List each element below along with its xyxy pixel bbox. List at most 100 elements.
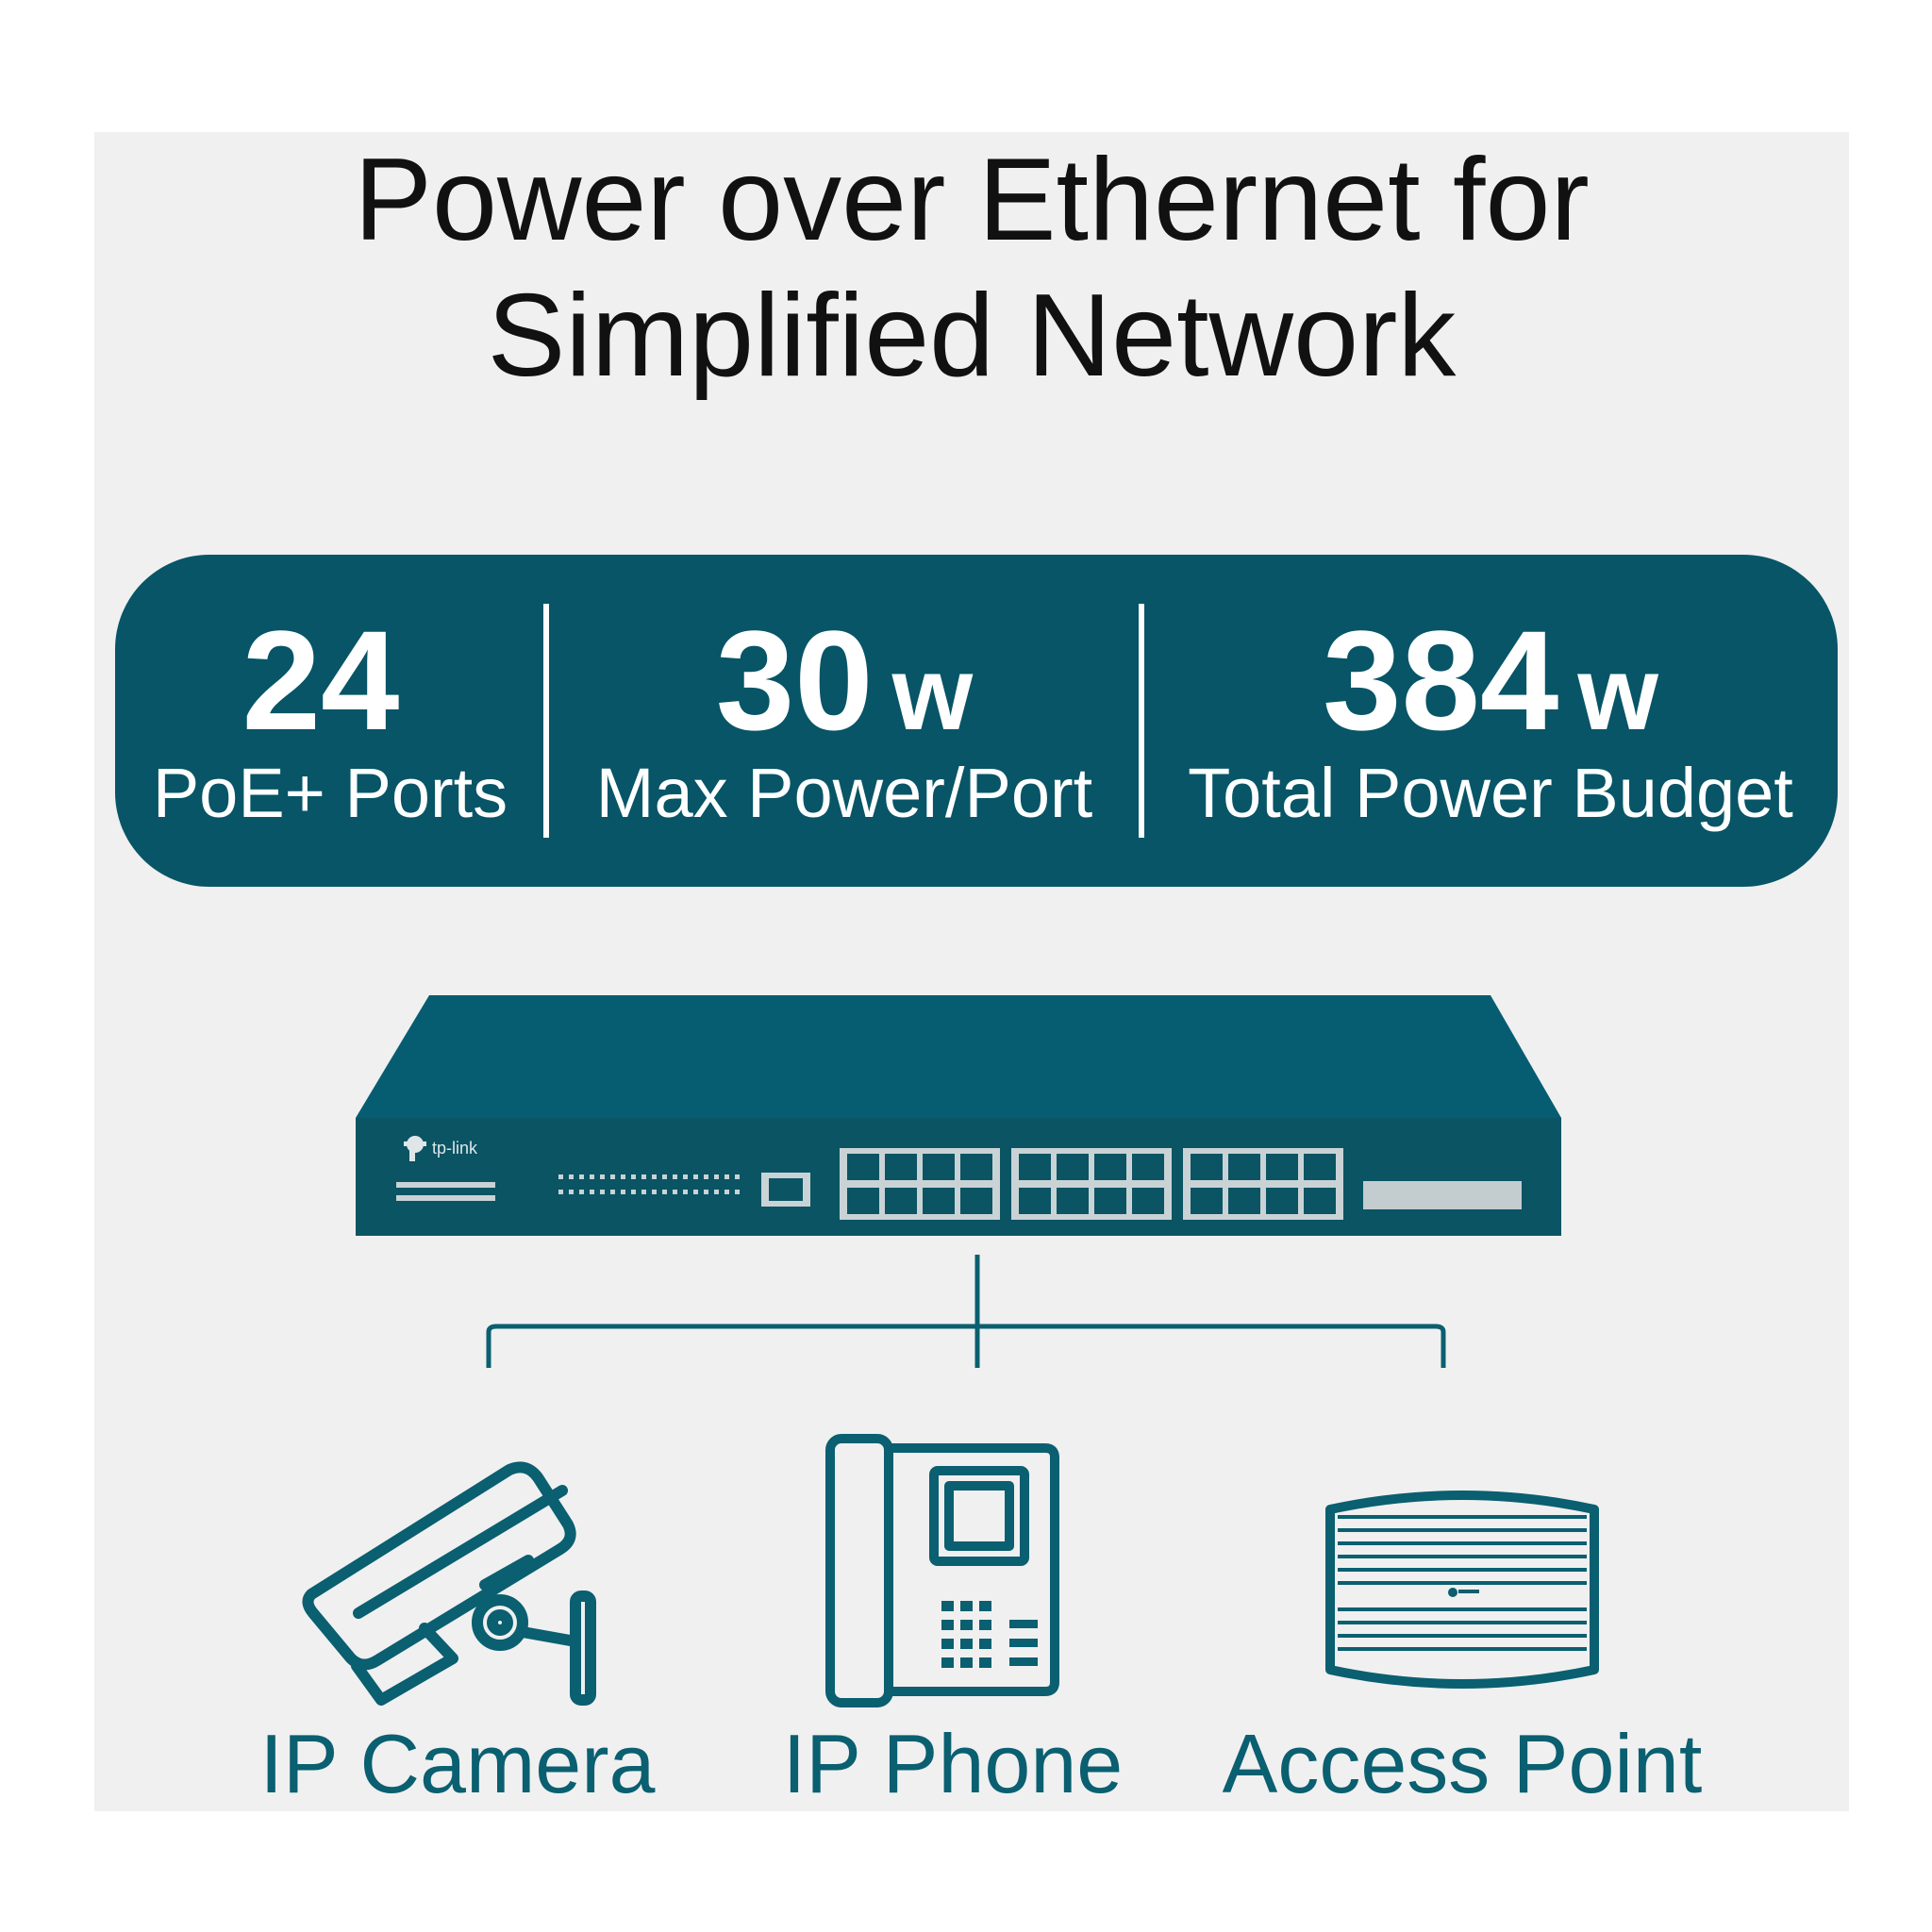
led-dot — [724, 1190, 729, 1194]
ethernet-port — [847, 1188, 879, 1214]
function-key — [1009, 1657, 1038, 1666]
stat-poe-ports: 24 PoE+ Ports — [115, 555, 545, 887]
led-dot — [673, 1190, 677, 1194]
led-dot — [714, 1190, 719, 1194]
led-dot — [569, 1174, 574, 1179]
led-dot — [579, 1174, 584, 1179]
keypad-key — [979, 1639, 991, 1649]
keypad-key — [941, 1639, 954, 1649]
phone-keypad — [941, 1601, 1038, 1668]
led-dot — [610, 1174, 615, 1179]
title-line-2: Simplified Network — [487, 271, 1457, 401]
keypad-key — [960, 1639, 973, 1649]
ethernet-port — [1094, 1188, 1126, 1214]
keypad-key — [941, 1601, 954, 1611]
ethernet-port — [923, 1188, 955, 1214]
device-label-ip-phone: IP Phone — [782, 1717, 1124, 1810]
device-label-ip-camera: IP Camera — [259, 1717, 656, 1810]
access-point-logo-icon — [1448, 1588, 1479, 1597]
ip-camera-icon — [302, 1461, 596, 1706]
title-line-1: Power over Ethernet for — [354, 135, 1590, 265]
ip-phone-icon — [825, 1434, 1059, 1707]
stat-divider — [543, 604, 549, 838]
stat-label: Max Power/Port — [595, 754, 1093, 832]
page-title: Power over Ethernet for Simplified Netwo… — [94, 132, 1849, 404]
access-point-vents — [1338, 1515, 1587, 1651]
led-dot — [600, 1190, 605, 1194]
led-dot — [558, 1190, 563, 1194]
keypad-key — [979, 1620, 991, 1630]
switch-sfp-slot — [1363, 1181, 1522, 1209]
led-dot — [569, 1190, 574, 1194]
switch-led-indicators — [558, 1174, 740, 1194]
led-dot — [693, 1190, 698, 1194]
ethernet-port — [885, 1188, 917, 1214]
keypad-key — [960, 1601, 973, 1611]
ethernet-port — [960, 1188, 992, 1214]
led-dot — [662, 1190, 667, 1194]
ethernet-port — [1191, 1154, 1223, 1180]
ethernet-port — [1266, 1188, 1298, 1214]
led-dot — [600, 1174, 605, 1179]
ethernet-port — [1304, 1188, 1336, 1214]
ethernet-port — [1019, 1188, 1051, 1214]
led-dot — [558, 1174, 563, 1179]
function-key — [1009, 1639, 1038, 1647]
ethernet-port — [1266, 1154, 1298, 1180]
keypad-key — [960, 1620, 973, 1630]
access-point-icon — [1325, 1491, 1599, 1689]
connection-lines — [486, 1255, 1446, 1368]
switch-ethernet-ports — [840, 1148, 1343, 1220]
led-dot — [590, 1190, 594, 1194]
led-dot — [673, 1174, 677, 1179]
ethernet-port — [1132, 1154, 1164, 1180]
keypad-key — [941, 1620, 954, 1630]
ethernet-port — [1057, 1188, 1089, 1214]
led-dot — [631, 1174, 636, 1179]
ethernet-port — [1228, 1188, 1260, 1214]
led-dot — [610, 1190, 615, 1194]
ethernet-port — [1304, 1154, 1336, 1180]
led-dot — [641, 1174, 646, 1179]
led-dot — [704, 1174, 708, 1179]
switch-top-panel — [356, 995, 1561, 1118]
stat-divider — [1139, 604, 1144, 838]
led-dot — [693, 1174, 698, 1179]
led-dot — [631, 1190, 636, 1194]
led-dot — [579, 1190, 584, 1194]
ethernet-port — [1094, 1154, 1126, 1180]
ethernet-port — [885, 1154, 917, 1180]
led-dot — [652, 1174, 657, 1179]
ethernet-port — [1019, 1154, 1051, 1180]
led-dot — [621, 1190, 625, 1194]
ethernet-port — [1057, 1154, 1089, 1180]
stat-value: 24 — [242, 601, 400, 759]
led-dot — [735, 1174, 740, 1179]
ethernet-port — [1132, 1188, 1164, 1214]
stat-label: Total Power Budget — [1188, 754, 1793, 832]
led-dot — [641, 1190, 646, 1194]
ethernet-port — [960, 1154, 992, 1180]
switch-brand-label: tp-link — [432, 1139, 478, 1158]
keypad-key — [979, 1657, 991, 1668]
network-switch-illustration: tp-link — [356, 995, 1561, 1236]
led-dot — [704, 1190, 708, 1194]
ethernet-port — [1191, 1188, 1223, 1214]
function-key — [1009, 1620, 1038, 1628]
keypad-key — [979, 1601, 991, 1611]
led-dot — [621, 1174, 625, 1179]
ethernet-port — [847, 1154, 879, 1180]
led-dot — [714, 1174, 719, 1179]
led-dot — [662, 1174, 667, 1179]
tp-link-logo-icon — [404, 1136, 426, 1161]
keypad-key — [960, 1657, 973, 1668]
keypad-key — [941, 1657, 954, 1668]
switch-stripe — [396, 1195, 495, 1201]
led-dot — [735, 1190, 740, 1194]
ethernet-port — [1228, 1154, 1260, 1180]
